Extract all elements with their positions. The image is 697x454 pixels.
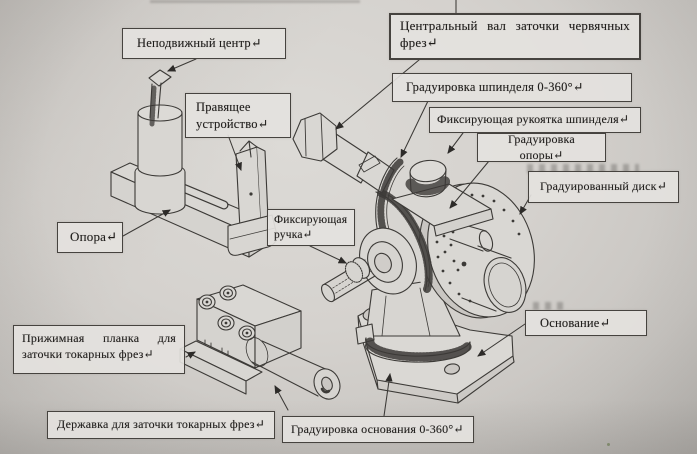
label-graduated-disk: Градуированный диск↵ — [528, 171, 679, 203]
label-base: Основание↵ — [525, 310, 647, 336]
label-spindle-lock-handle: Фиксирующая рукоятка шпинделя↵ — [429, 107, 641, 133]
base-graduation-ring-drawing — [365, 337, 473, 363]
label-fixed-center: Неподвижный центр↵ — [122, 28, 286, 59]
label-spindle-graduation: Градуировка шпинделя 0-360°↵ — [392, 73, 632, 102]
support-assembly-drawing — [110, 69, 278, 258]
swivel-bracket-drawing — [391, 183, 494, 237]
label-base-graduation: Градуировка основания 0-360°↵ — [282, 416, 474, 443]
label-support-graduation: Градуировка опоры↵ — [477, 132, 606, 162]
photo-speck — [607, 443, 610, 446]
tool-holder-drawing — [179, 284, 341, 400]
wheel-arbor-drawing — [321, 227, 417, 303]
label-clamping-bar: Прижимная планка для заточки токарных фр… — [13, 325, 185, 374]
label-holder: Державка для заточки токарных фрез↵ — [47, 411, 275, 439]
label-dressing-device: Правящее устройство↵ — [185, 93, 291, 138]
spindle-lock-knob-drawing — [405, 159, 451, 198]
label-central-shaft: Центральный вал заточки червячных фрез↵ — [389, 13, 641, 60]
label-support: Опора↵ — [57, 222, 123, 253]
label-lock-knob: Фиксирующая ручка↵ — [267, 209, 355, 246]
